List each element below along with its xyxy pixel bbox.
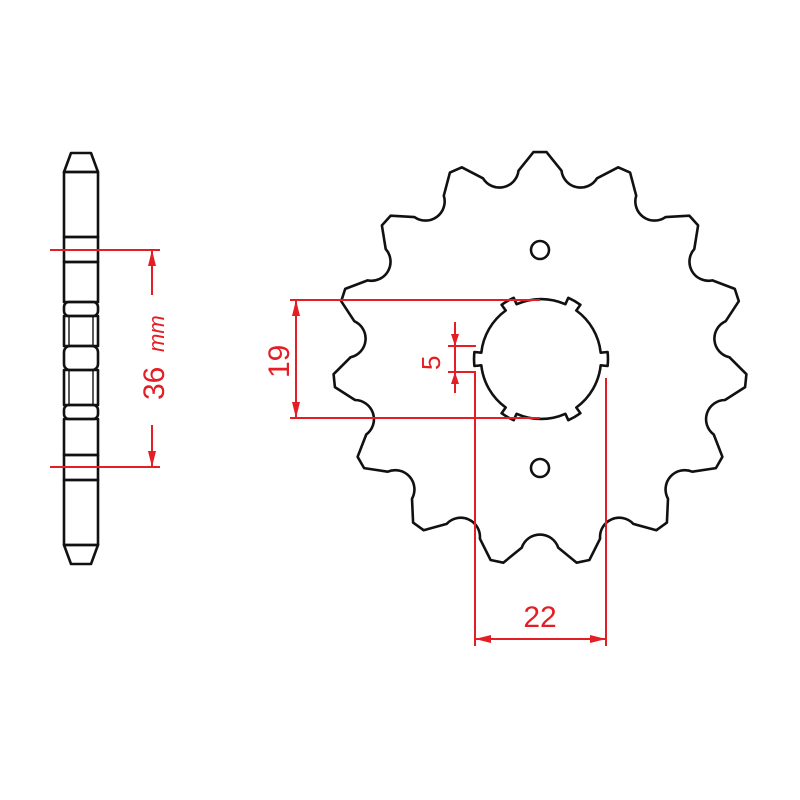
dimension-22-value: 22: [523, 601, 556, 634]
spline-hole: [472, 296, 610, 422]
side-top-chamfer: [62, 151, 100, 174]
dimension-5-value: 5: [416, 356, 446, 370]
bolt-hole-bottom: [529, 457, 551, 479]
sprocket-outline: [332, 150, 748, 564]
side-hatch-2: [62, 260, 100, 304]
dimension-19-value: 19: [263, 345, 296, 378]
side-hatch-3: [62, 417, 100, 457]
side-hub-band-2: [62, 344, 100, 372]
dimension-36-value: 36: [138, 367, 171, 400]
bolt-hole-top: [529, 239, 551, 261]
front-view: [332, 150, 748, 564]
side-hatch-4: [62, 478, 100, 547]
side-hub-band-1: [62, 300, 100, 318]
side-bottom-chamfer: [62, 543, 100, 566]
dimension-5: 5: [416, 322, 476, 393]
dimension-36-unit: mm: [144, 315, 169, 352]
dimension-19: 19: [263, 299, 540, 419]
dimension-36mm: 36 mm: [50, 249, 171, 468]
side-hatch-1: [62, 170, 100, 239]
side-hub-band-3: [62, 403, 100, 421]
dimension-22: 22: [474, 372, 607, 646]
side-view: [62, 151, 100, 566]
